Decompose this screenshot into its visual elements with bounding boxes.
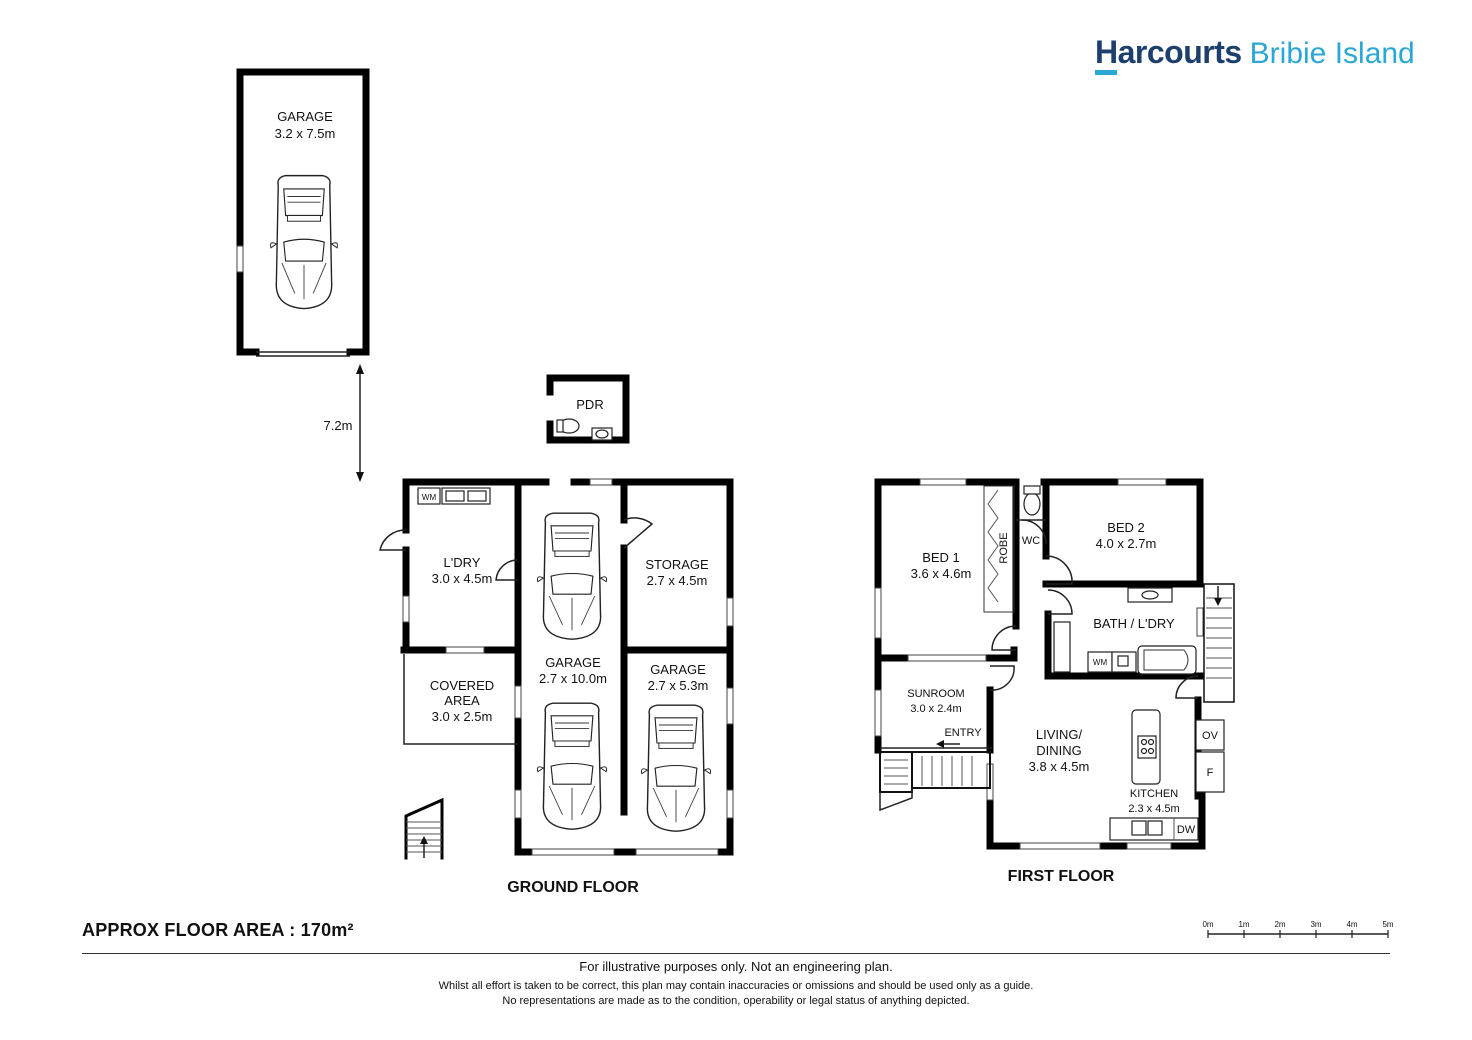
living-size: 3.8 x 4.5m	[1029, 759, 1090, 774]
fridge-label: F	[1207, 767, 1214, 779]
disclaimer-line-3: No representations are made as to the co…	[502, 995, 970, 1007]
covered-area-size: 3.0 x 2.5m	[432, 709, 493, 724]
distance-arrow	[356, 364, 364, 482]
bed2-size: 4.0 x 2.7m	[1096, 536, 1157, 551]
brand-name: Harcourts	[1095, 34, 1242, 70]
brand-office: Bribie Island	[1249, 37, 1415, 70]
scale-label-0: 0m	[1202, 920, 1213, 929]
garage-main-label: GARAGE	[545, 655, 601, 670]
scale-label-2: 2m	[1274, 920, 1285, 929]
first-wm-label: WM	[1093, 658, 1108, 667]
storage-label: STORAGE	[645, 557, 709, 572]
kitchen-size: 2.3 x 4.5m	[1128, 803, 1179, 815]
dishwasher-label: DW	[1177, 824, 1196, 836]
bed1-label: BED 1	[922, 550, 960, 565]
living-label-1: LIVING/	[1036, 727, 1083, 742]
scale-bar: 0m 1m 2m 3m 4m 5m	[1202, 920, 1394, 938]
bed1-size: 3.6 x 4.6m	[911, 566, 972, 581]
oven-label: OV	[1202, 730, 1219, 742]
distance-label: 7.2m	[324, 418, 353, 433]
footer-divider	[82, 953, 1390, 954]
brand-underline	[1095, 70, 1117, 75]
garage-side-size: 2.7 x 5.3m	[648, 678, 709, 693]
ground-floor-title: GROUND FLOOR	[507, 879, 639, 896]
sunroom-label: SUNROOM	[907, 688, 964, 700]
covered-area-label-2: AREA	[444, 693, 480, 708]
bath-laundry-label: BATH / L'DRY	[1093, 616, 1175, 631]
disclaimer-line-1: For illustrative purposes only. Not an e…	[579, 959, 893, 974]
storage-size: 2.7 x 4.5m	[647, 573, 708, 588]
pdr-room	[546, 374, 630, 444]
covered-area-label-1: COVERED	[430, 678, 494, 693]
kitchen-label: KITCHEN	[1130, 788, 1178, 800]
scale-label-3: 3m	[1310, 920, 1321, 929]
detached-garage	[236, 68, 370, 357]
garage-side-label: GARAGE	[650, 662, 706, 677]
floor-area-label: APPROX FLOOR AREA : 170m²	[82, 920, 354, 940]
disclaimer-line-2: Whilst all effort is taken to be correct…	[438, 980, 1034, 992]
pdr-label: PDR	[576, 397, 603, 412]
scale-label-5: 5m	[1382, 920, 1393, 929]
laundry-label: L'DRY	[444, 555, 481, 570]
detached-garage-label: GARAGE	[277, 109, 333, 124]
scale-label-4: 4m	[1346, 920, 1357, 929]
garage-main-size: 2.7 x 10.0m	[539, 671, 607, 686]
living-label-2: DINING	[1036, 743, 1082, 758]
entry-label: ENTRY	[944, 727, 982, 739]
ground-floor-plan	[379, 478, 734, 860]
detached-garage-size: 3.2 x 7.5m	[275, 126, 336, 141]
ground-wm-label: WM	[422, 493, 437, 502]
first-floor-plan	[874, 478, 1235, 850]
first-floor-title: FIRST FLOOR	[1008, 868, 1115, 885]
sunroom-size: 3.0 x 2.4m	[910, 703, 961, 715]
bed2-label: BED 2	[1107, 520, 1145, 535]
laundry-size: 3.0 x 4.5m	[432, 571, 493, 586]
scale-label-1: 1m	[1238, 920, 1249, 929]
robe-label: ROBE	[998, 532, 1010, 563]
wc-label: WC	[1022, 535, 1040, 547]
